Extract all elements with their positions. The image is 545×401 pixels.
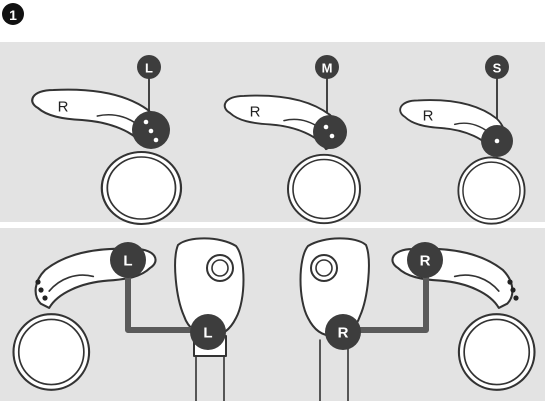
earhook-size-s-ear-label: R (423, 108, 434, 125)
right-connector (360, 266, 429, 333)
step-number-text: 1 (9, 7, 17, 23)
earhook-size-m: R M (223, 55, 361, 225)
left-hook-badge: L (123, 253, 132, 270)
earhook-size-m-ear-label: R (250, 104, 261, 121)
right-earbud-badge: R (338, 325, 349, 342)
left-earhook (12, 247, 157, 391)
size-m-badge: M (322, 61, 333, 76)
right-earbud (299, 237, 370, 401)
size-l-badge: L (145, 61, 153, 76)
step-number-badge: 1 (2, 3, 24, 25)
left-connector (125, 266, 194, 333)
earhook-size-s: R S (399, 55, 526, 225)
earhook-size-l-ear-label: R (58, 99, 69, 116)
left-earbud-badge: L (203, 325, 212, 342)
fitting-panel: L L R R (0, 228, 545, 401)
right-earhook (391, 247, 536, 391)
right-hook-badge: R (420, 253, 431, 270)
size-panel: R L R M R (0, 42, 545, 226)
size-s-badge: S (493, 61, 502, 76)
earhook-size-l: R L (31, 55, 183, 226)
